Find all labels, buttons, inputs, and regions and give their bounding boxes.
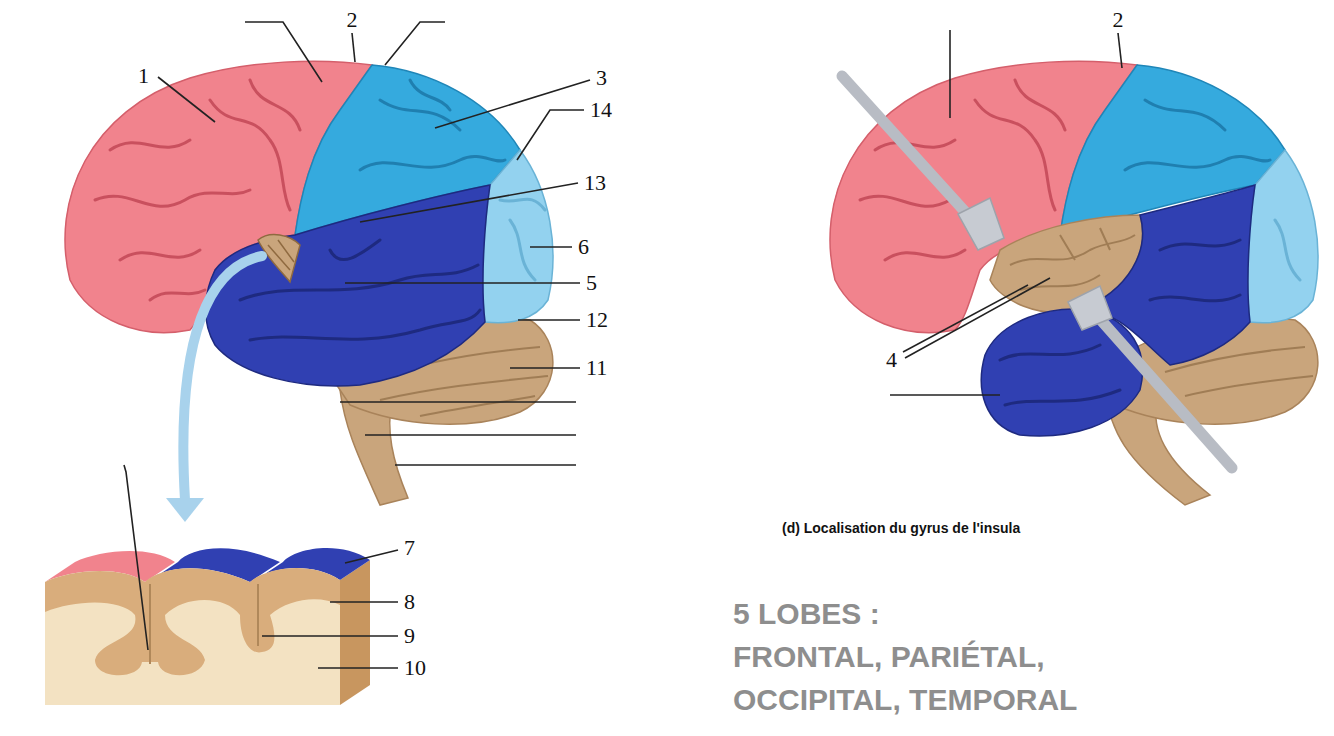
callout-number: 2: [1113, 8, 1124, 32]
callout-number: 9: [404, 624, 415, 648]
callout-number: 5: [586, 271, 597, 295]
heading-text: OCCIPITAL, TEMPORAL: [733, 682, 1077, 718]
leader-lines: [124, 22, 1122, 668]
callout-number: 3: [596, 66, 607, 90]
callout-number: 1: [138, 64, 149, 88]
right-brain: [830, 61, 1318, 505]
callout-number: 12: [586, 308, 608, 332]
callout-number: 7: [404, 536, 415, 560]
callout-number: 6: [578, 235, 589, 259]
figure-caption: (d) Localisation du gyrus de l'insula: [782, 520, 1020, 537]
callout-number: 8: [404, 590, 415, 614]
callout-number: 10: [404, 656, 426, 680]
callout-number: 11: [586, 356, 607, 380]
left-brain: [65, 61, 553, 522]
callout-number: 13: [584, 171, 606, 195]
heading-text: FRONTAL, PARIÉTAL,: [733, 639, 1045, 675]
cortex-section: [45, 548, 370, 705]
heading-text: 5 LOBES :: [733, 596, 880, 632]
callout-number: 4: [886, 348, 897, 372]
callout-number: 14: [590, 98, 612, 122]
retractor: [842, 76, 1232, 468]
callout-number: 2: [347, 8, 358, 32]
